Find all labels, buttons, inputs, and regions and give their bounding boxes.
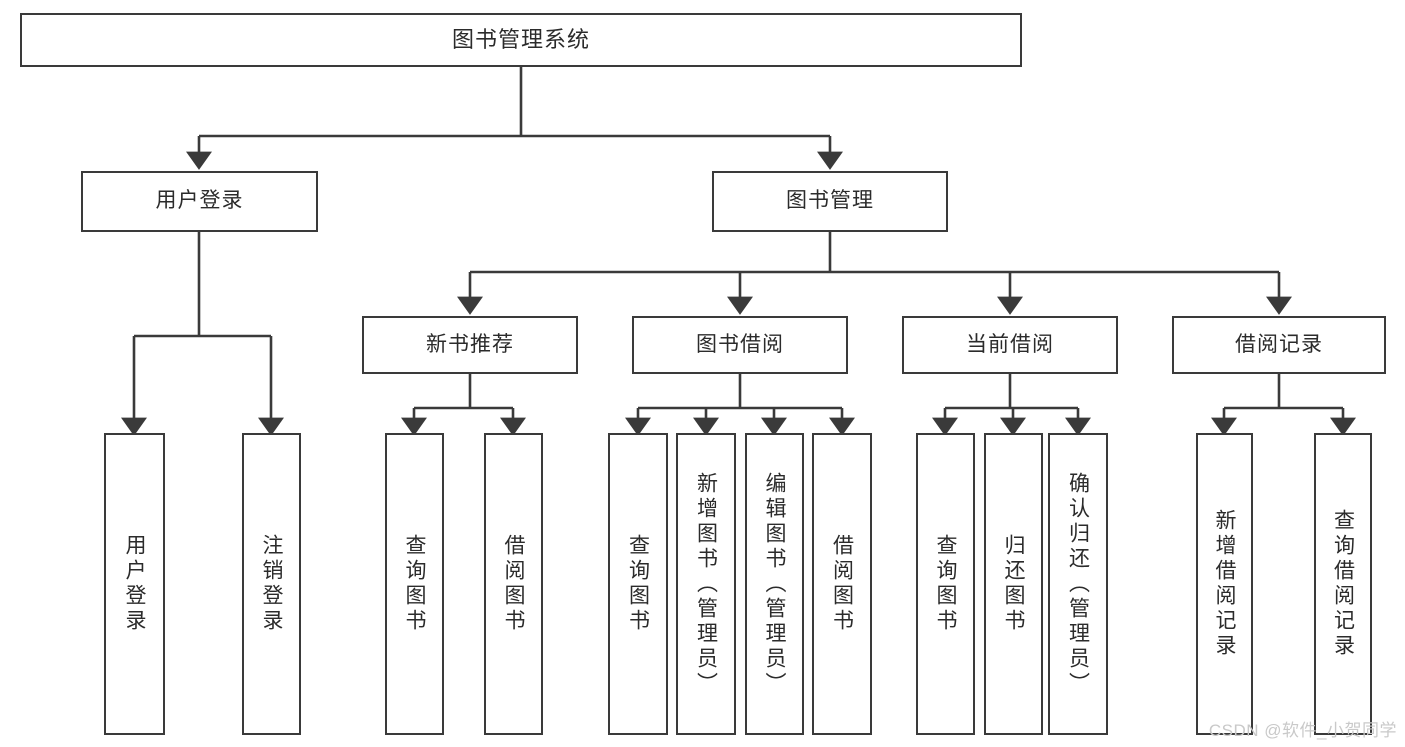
node-label: 用户登录	[155, 189, 244, 213]
node-user-login[interactable]: 用户登录	[81, 171, 318, 232]
leaf-logout-login[interactable]: 注销登录	[242, 433, 301, 735]
node-root-system[interactable]: 图书管理系统	[20, 13, 1022, 67]
leaf-add-borrow-record[interactable]: 新增借阅记录	[1196, 433, 1253, 735]
node-label: 图书管理	[786, 189, 874, 213]
leaf-user-login[interactable]: 用户登录	[104, 433, 165, 735]
node-book-borrow[interactable]: 图书借阅	[632, 316, 848, 374]
node-label: 图书管理系统	[451, 27, 590, 53]
node-label: 新增图书（管理员）	[694, 471, 718, 697]
node-label: 查询图书	[403, 534, 426, 634]
leaf-query-book-3[interactable]: 查询图书	[916, 433, 975, 735]
leaf-query-borrow-record[interactable]: 查询借阅记录	[1314, 433, 1372, 735]
node-label: 注销登录	[260, 534, 283, 634]
node-current-borrow[interactable]: 当前借阅	[902, 316, 1118, 374]
node-label: 当前借阅	[966, 332, 1054, 356]
leaf-edit-book[interactable]: 编辑图书（管理员）	[745, 433, 804, 735]
leaf-return-book[interactable]: 归还图书	[984, 433, 1043, 735]
node-label: 用户登录	[123, 534, 146, 634]
node-borrow-record[interactable]: 借阅记录	[1172, 316, 1386, 374]
node-book-manage[interactable]: 图书管理	[712, 171, 948, 232]
node-label: 借阅图书	[830, 534, 854, 634]
node-label: 确认归还（管理员）	[1066, 471, 1090, 697]
csdn-watermark: CSDN @软件_小贺同学	[1208, 721, 1397, 740]
node-label: 新增借阅记录	[1213, 509, 1236, 659]
leaf-borrow-book-1[interactable]: 借阅图书	[484, 433, 543, 735]
node-new-book-rec[interactable]: 新书推荐	[362, 316, 578, 374]
node-label: 归还图书	[1002, 534, 1025, 634]
node-label: 查询借阅记录	[1331, 509, 1355, 659]
node-label: 编辑图书（管理员）	[763, 471, 786, 697]
leaf-query-book-1[interactable]: 查询图书	[385, 433, 444, 735]
node-label: 查询图书	[626, 534, 650, 634]
leaf-borrow-book-2[interactable]: 借阅图书	[812, 433, 872, 735]
node-label: 查询图书	[934, 534, 957, 634]
node-label: 新书推荐	[426, 332, 514, 356]
node-label: 借阅图书	[502, 534, 525, 634]
node-label: 借阅记录	[1235, 332, 1323, 356]
leaf-confirm-return[interactable]: 确认归还（管理员）	[1048, 433, 1108, 735]
leaf-add-book[interactable]: 新增图书（管理员）	[676, 433, 736, 735]
leaf-query-book-2[interactable]: 查询图书	[608, 433, 668, 735]
node-label: 图书借阅	[696, 332, 784, 356]
